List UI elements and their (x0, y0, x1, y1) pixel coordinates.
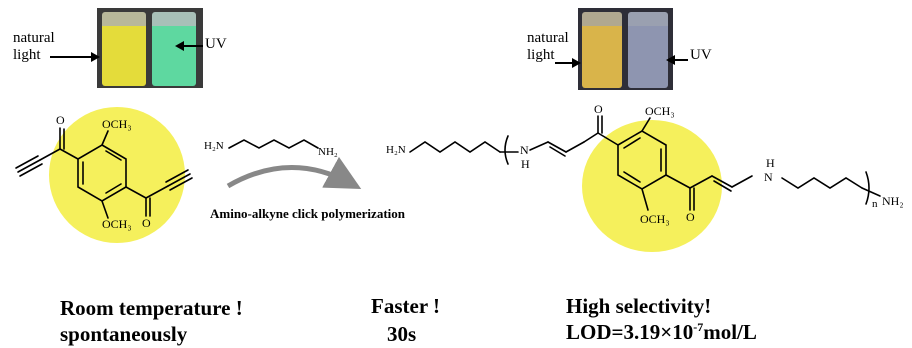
lod-prefix: LOD=3.19×10 (566, 320, 694, 344)
lod-suffix: mol/L (703, 320, 757, 344)
polymer-highlight (582, 120, 722, 252)
photo-right (578, 8, 673, 90)
diamine-structure (228, 139, 319, 149)
vial-natural-light-left (102, 12, 146, 86)
polymer-n-left: N (520, 143, 529, 157)
natural-light-arrow-right (555, 58, 581, 68)
monomer-structure (15, 127, 193, 219)
diamine-h2n: H₂N (204, 140, 224, 152)
feature-title-room-temperature: Room temperature ! (60, 296, 243, 320)
natural-light-label-left: natural light (13, 30, 55, 63)
uv-arrow-right (666, 55, 688, 65)
vial-uv-left (152, 12, 196, 86)
reaction-label: Amino-alkyne click polymerization (210, 206, 405, 221)
natural-light-label-right: natural light (527, 30, 569, 63)
monomer-och3-top: OCH₃ (102, 117, 132, 131)
feature-title-faster: Faster ! (371, 294, 440, 318)
uv-label-right: UV (690, 47, 712, 63)
feature-sub-30s: 30s (387, 322, 417, 346)
polymer-o-top: O (594, 102, 603, 116)
lod-exponent: -7 (693, 320, 704, 334)
feature-title-high-selectivity: High selectivity! (566, 294, 712, 318)
polymer-och3-top: OCH₃ (645, 104, 675, 118)
monomer-och3-bottom: OCH₃ (102, 217, 132, 231)
feature-sub-spontaneously: spontaneously (60, 322, 188, 346)
polymer-subscript-n: n (872, 198, 878, 210)
polymer-h-right: H (766, 156, 775, 170)
photo-left (97, 8, 203, 88)
uv-label-left: UV (205, 36, 227, 52)
polymer-o-bottom: O (686, 210, 695, 224)
monomer-o-top: O (56, 113, 65, 127)
polymer-h-left: H (521, 157, 530, 171)
reaction-arrow (226, 156, 362, 190)
polymer-structure (409, 115, 881, 211)
natural-light-arrow-left (50, 52, 100, 62)
monomer-highlight (49, 107, 185, 243)
polymer-h2n: H₂N (386, 144, 406, 156)
polymer-och3-bottom: OCH₃ (640, 212, 670, 226)
polymer-nh2-end: NH₂ (882, 194, 904, 208)
feature-sub-lod: LOD=3.19×10-7mol/L (566, 320, 757, 345)
monomer-o-bottom: O (142, 216, 151, 230)
polymer-n-right: N (764, 170, 773, 184)
vial-uv-right (628, 12, 668, 88)
vial-natural-light-right (582, 12, 622, 88)
uv-arrow-left (175, 41, 203, 51)
diamine-nh2: NH₂ (318, 146, 338, 158)
